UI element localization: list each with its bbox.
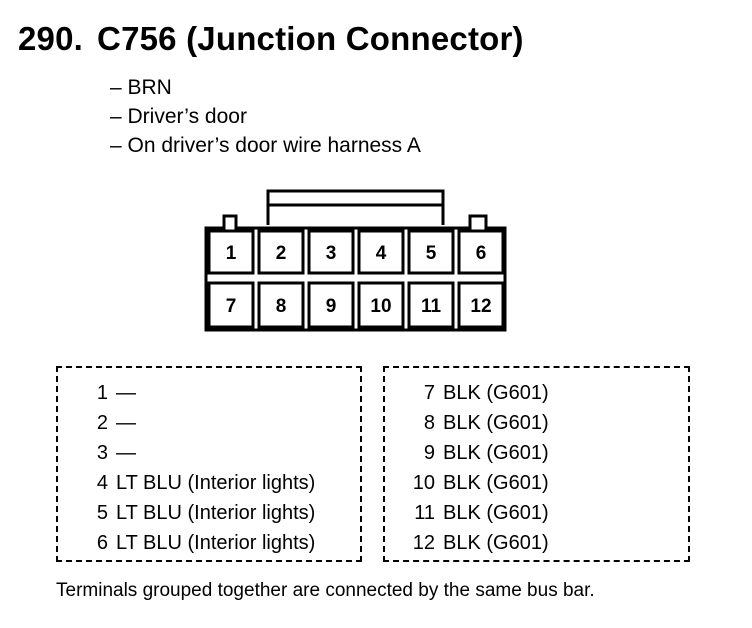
cavity-label-5: 5 xyxy=(426,243,437,264)
terminal-description: BLK (G601) xyxy=(443,502,549,524)
terminal-number: 8 xyxy=(423,412,435,434)
terminal-number: 2 xyxy=(96,412,108,434)
terminal-description: BLK (G601) xyxy=(443,472,549,494)
terminal-number: 5 xyxy=(96,502,108,524)
terminal-description: — xyxy=(116,382,136,404)
title-text: C756 (Junction Connector) xyxy=(97,20,524,57)
terminal-description: LT BLU (Interior lights) xyxy=(116,502,316,524)
detail-location: – Driver’s door xyxy=(110,105,247,128)
cavity-5 xyxy=(407,229,455,275)
terminal-number: 10 xyxy=(412,472,435,494)
cavity-label-4: 4 xyxy=(376,243,387,264)
terminal-row: 7 BLK (G601) xyxy=(405,378,549,408)
cavity-label-3: 3 xyxy=(326,243,337,264)
cavity-9 xyxy=(307,281,355,329)
cavity-label-2: 2 xyxy=(276,243,287,264)
cavity-12 xyxy=(457,281,505,329)
terminal-description: BLK (G601) xyxy=(443,412,549,434)
terminal-row: 10 BLK (G601) xyxy=(405,468,549,498)
cavity-7 xyxy=(207,281,255,329)
connector-housing xyxy=(204,214,507,332)
terminal-row: 3— xyxy=(78,438,315,468)
cavity-label-12: 12 xyxy=(470,296,491,317)
terminal-number: 1 xyxy=(96,382,108,404)
terminal-description: — xyxy=(116,442,136,464)
footnote: Terminals grouped together are connected… xyxy=(56,580,595,601)
detail-color: – BRN xyxy=(110,76,172,99)
cavity-label-7: 7 xyxy=(226,296,237,317)
terminal-number: 3 xyxy=(96,442,108,464)
diagram-title: 290. C756 (Junction Connector) xyxy=(18,20,524,58)
cavity-11 xyxy=(407,281,455,329)
terminal-number: 12 xyxy=(412,532,435,554)
terminal-row: 6 LT BLU (Interior lights) xyxy=(78,528,315,558)
terminal-row: 4 LT BLU (Interior lights) xyxy=(78,468,315,498)
cavity-label-11: 11 xyxy=(421,296,442,317)
terminal-description: BLK (G601) xyxy=(443,382,549,404)
cavity-label-6: 6 xyxy=(476,243,487,264)
title-number: 290. xyxy=(18,20,84,57)
terminal-row: 8 BLK (G601) xyxy=(405,408,549,438)
terminal-row: 9 BLK (G601) xyxy=(405,438,549,468)
cavity-label-1: 1 xyxy=(226,243,237,264)
terminal-number: 7 xyxy=(423,382,435,404)
terminal-number: 11 xyxy=(414,502,435,524)
terminal-row: 2— xyxy=(78,408,315,438)
terminal-description: LT BLU (Interior lights) xyxy=(116,532,316,554)
terminal-description: — xyxy=(116,412,136,434)
terminal-row: 12 BLK (G601) xyxy=(405,528,549,558)
terminal-number: 9 xyxy=(423,442,435,464)
cavity-6 xyxy=(457,229,505,275)
cavity-3 xyxy=(307,229,355,275)
cavity-label-9: 9 xyxy=(326,296,337,317)
connector-latch xyxy=(266,189,445,225)
cavity-8 xyxy=(257,281,305,329)
cavity-10 xyxy=(357,281,405,329)
terminal-row: 1— xyxy=(78,378,315,408)
cavity-4 xyxy=(357,229,405,275)
terminal-number: 4 xyxy=(96,472,108,494)
terminal-row: 5 LT BLU (Interior lights) xyxy=(78,498,315,528)
terminal-description: BLK (G601) xyxy=(443,442,549,464)
terminal-description: LT BLU (Interior lights) xyxy=(116,472,316,494)
cavity-label-10: 10 xyxy=(370,296,391,317)
cavity-1 xyxy=(207,229,255,275)
cavity-2 xyxy=(257,229,305,275)
terminal-row: 11 BLK (G601) xyxy=(405,498,549,528)
terminal-number: 6 xyxy=(96,532,108,554)
cavity-label-8: 8 xyxy=(276,296,287,317)
terminal-description: BLK (G601) xyxy=(443,532,549,554)
connector-details: – BRN – Driver’s door – On driver’s door… xyxy=(110,73,421,160)
detail-harness: – On driver’s door wire harness A xyxy=(110,134,421,157)
